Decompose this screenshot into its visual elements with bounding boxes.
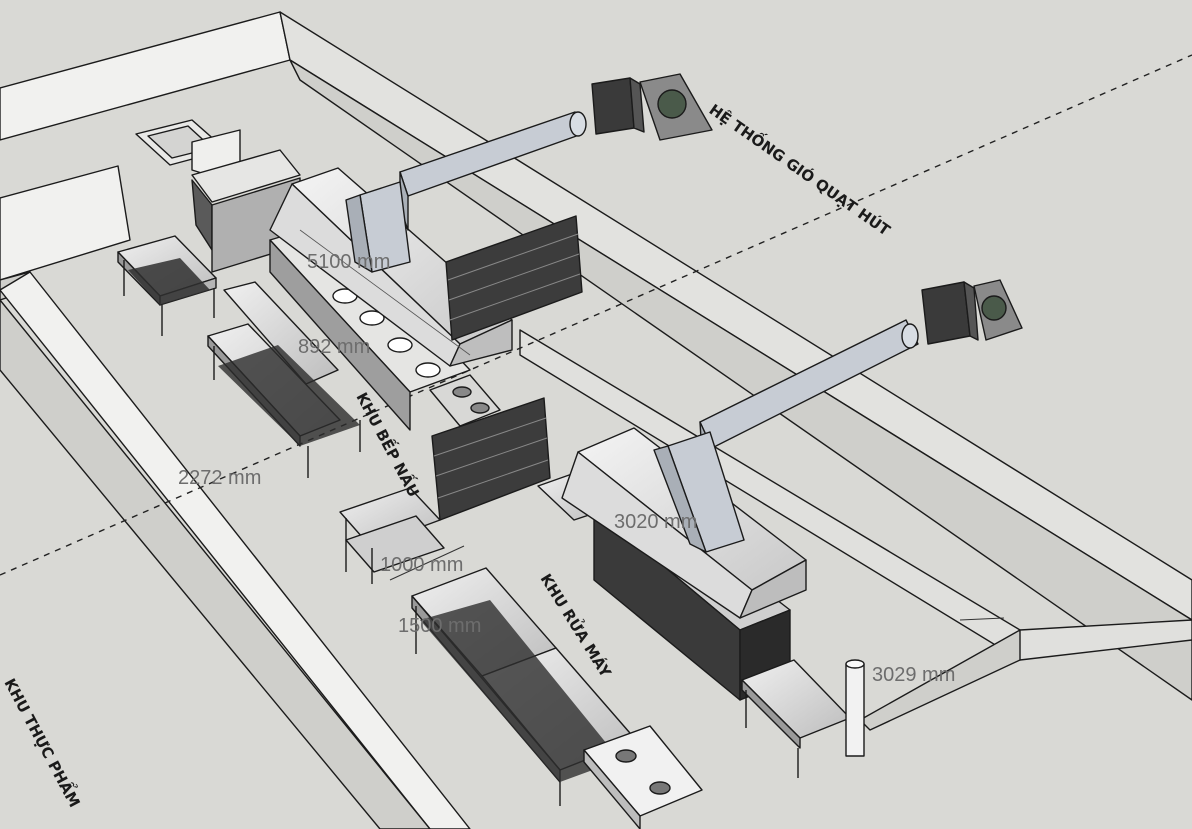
front-wall bbox=[0, 271, 471, 829]
exhaust-fan-2 bbox=[921, 279, 1023, 345]
work-table-mid bbox=[207, 281, 361, 478]
exhaust-fan-1 bbox=[591, 73, 713, 141]
double-sink bbox=[583, 725, 703, 829]
work-table-left bbox=[117, 235, 217, 336]
work-table-right bbox=[741, 659, 851, 778]
dim-wall-offset: 3029 mm bbox=[872, 664, 955, 686]
exhaust-duct-2 bbox=[653, 319, 919, 553]
dim-front-counter: 892 mm bbox=[298, 336, 370, 358]
dim-line-right bbox=[959, 617, 1005, 621]
prep-table-long bbox=[411, 567, 637, 806]
dim-hood2-length: 3020 mm bbox=[614, 511, 697, 533]
shelf-trolley bbox=[339, 487, 445, 584]
exhaust-duct-1 bbox=[345, 111, 587, 273]
right-wall bbox=[519, 329, 1192, 731]
storage-rack-1 bbox=[445, 215, 583, 341]
dim-hood1-length: 5100 mm bbox=[307, 251, 390, 273]
dim-line-shelf bbox=[389, 545, 465, 581]
dim-table-length: 1500 mm bbox=[398, 615, 481, 637]
back-wall bbox=[0, 11, 1192, 701]
dim-aisle-width: 2272 mm bbox=[178, 467, 261, 489]
dim-shelf-width: 1000 mm bbox=[380, 554, 463, 576]
storage-rack-2 bbox=[431, 397, 551, 521]
section-cut-line bbox=[0, 54, 1192, 576]
column-post bbox=[845, 659, 865, 757]
